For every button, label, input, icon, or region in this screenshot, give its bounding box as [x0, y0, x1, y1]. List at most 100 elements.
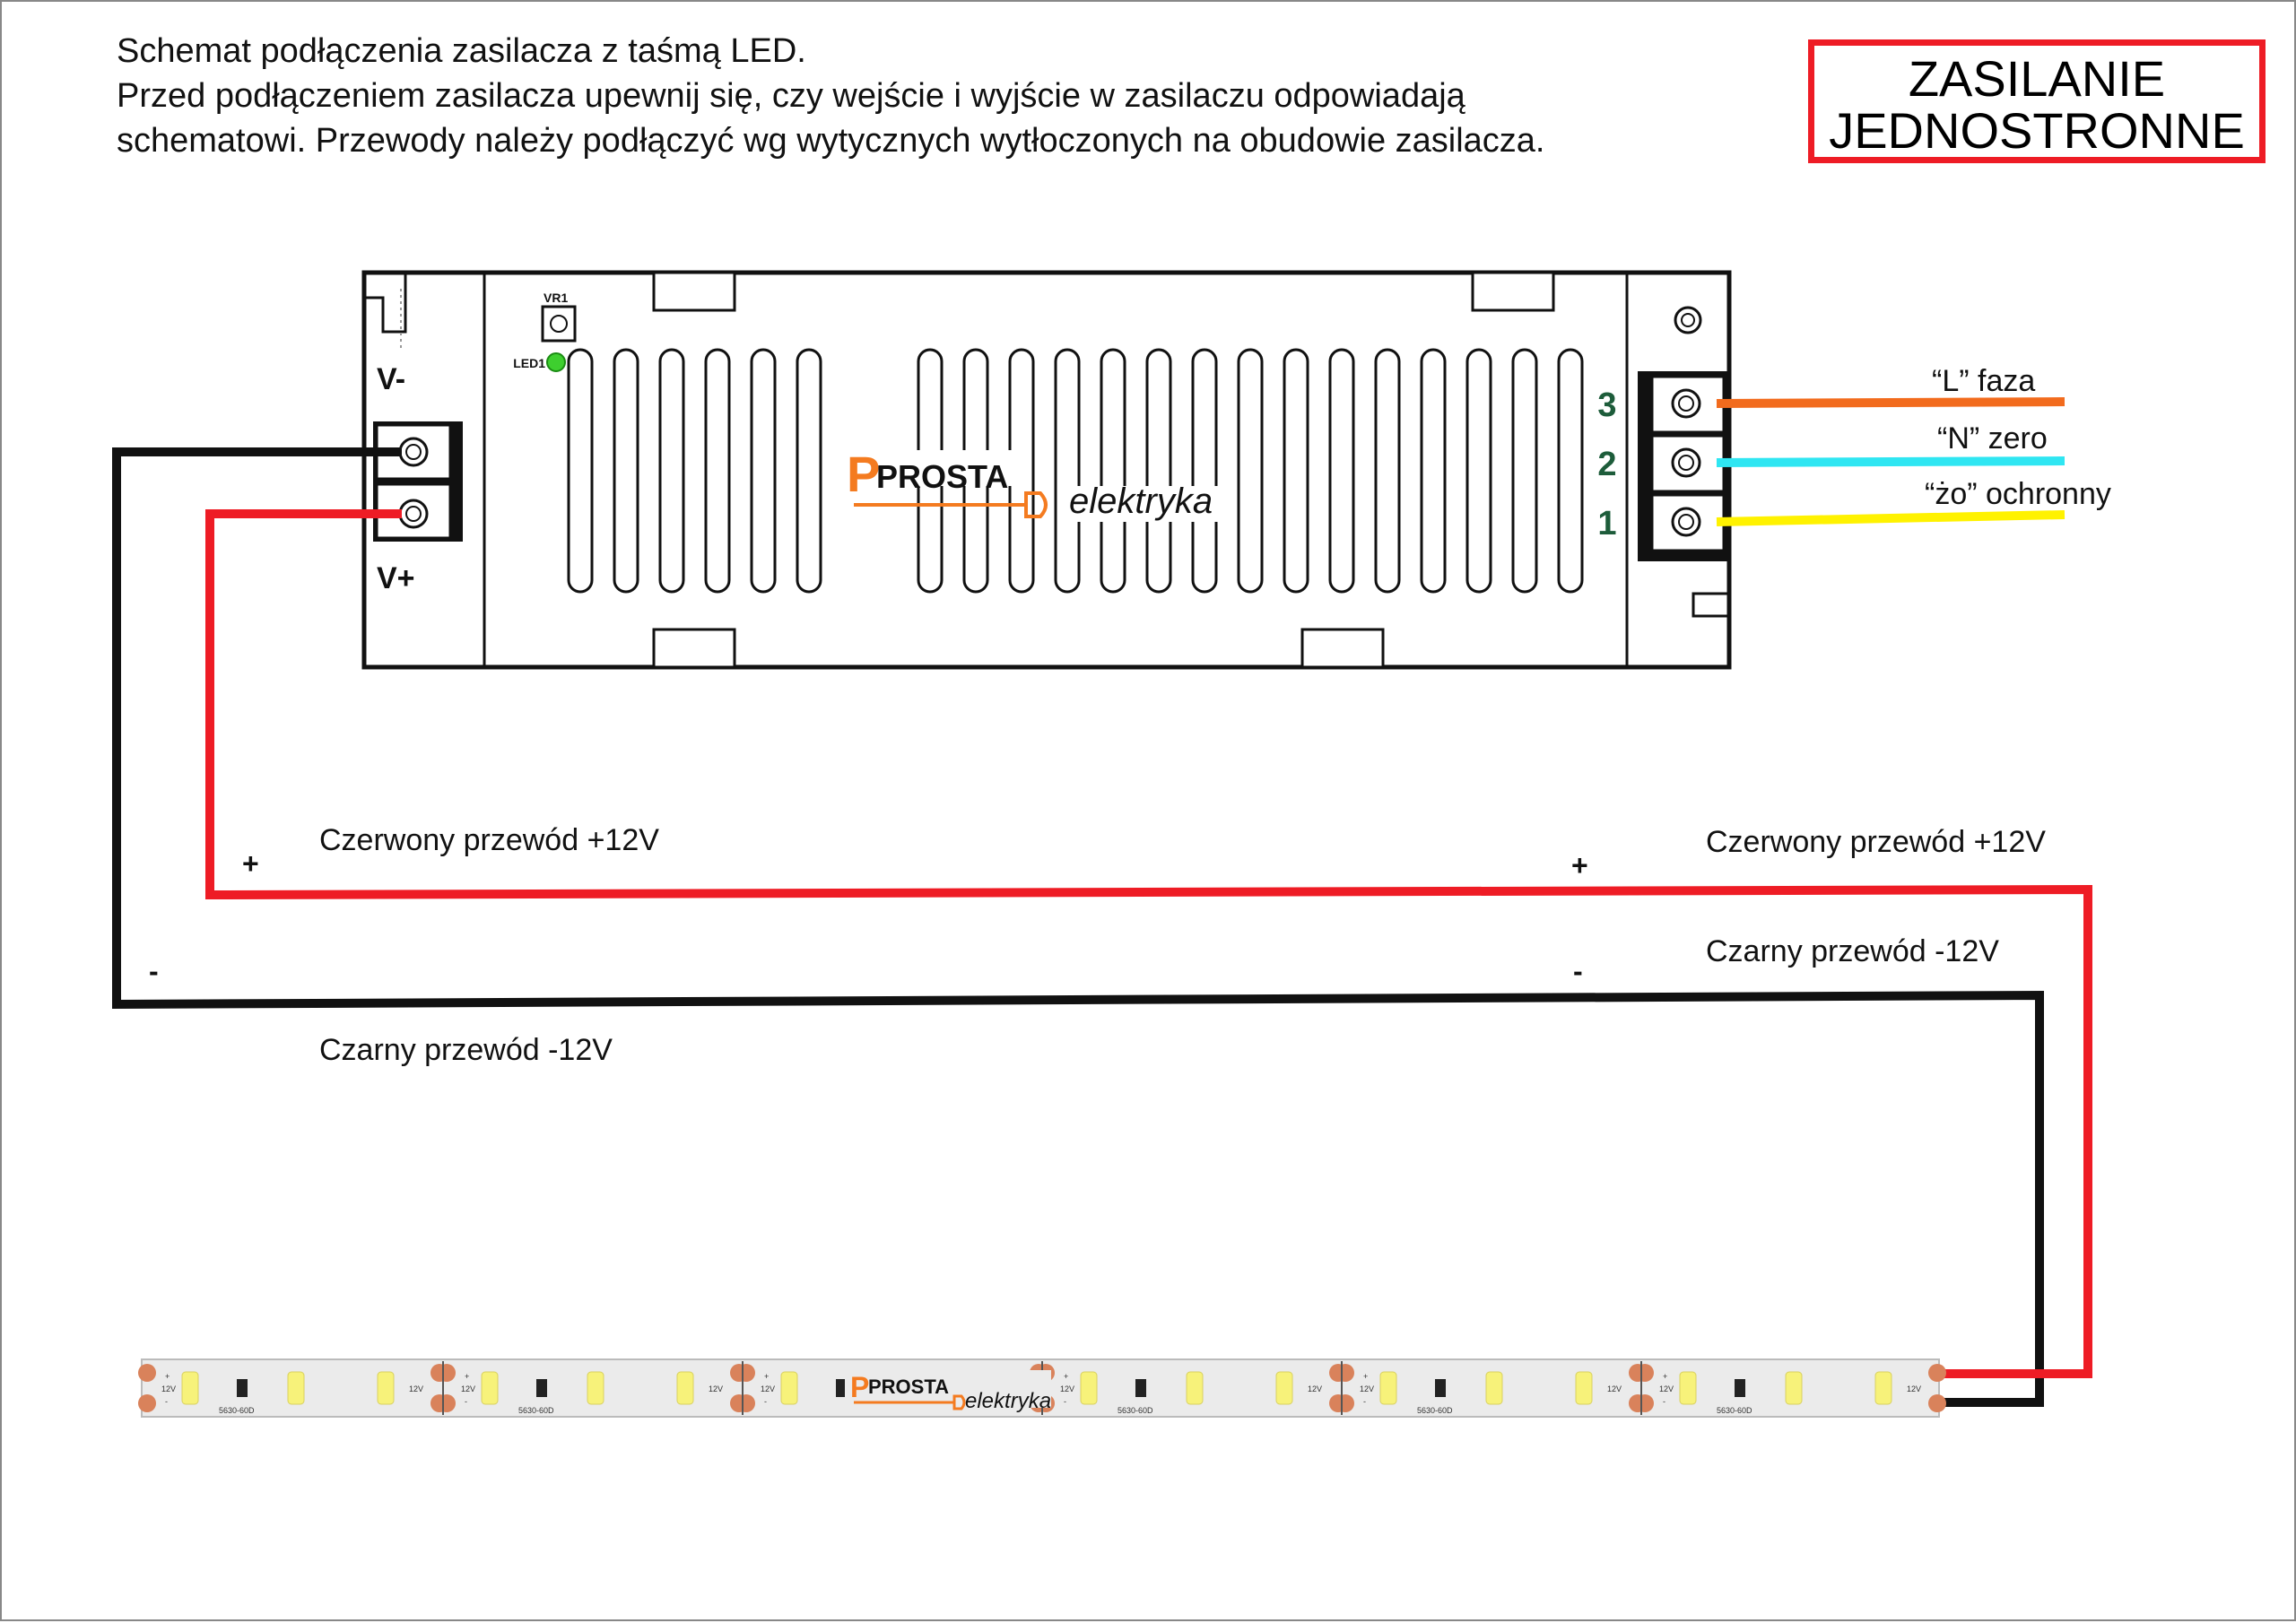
- logo-backdrop: [1065, 486, 1227, 522]
- strip-model-label: 5630-60D: [219, 1406, 255, 1415]
- mounting-screw-icon: [1681, 313, 1695, 327]
- strip-plus-label: +: [1064, 1372, 1068, 1381]
- wire-black-negative: [112, 447, 2044, 1407]
- screw-icon: [1678, 514, 1694, 530]
- logo-elektryka-text: elektryka: [1069, 482, 1213, 521]
- strip-voltage-label: 12V: [161, 1384, 176, 1393]
- vent-slot: [704, 348, 731, 594]
- led-chip: [587, 1371, 604, 1405]
- terminal-number-1: 1: [1597, 505, 1616, 542]
- resistor: [836, 1379, 847, 1397]
- led-chip: [1679, 1371, 1697, 1405]
- vent-slot: [1191, 348, 1218, 594]
- vent-slot: [1054, 348, 1081, 594]
- screw-icon: [1678, 395, 1694, 412]
- wire-pe-earth: [1716, 510, 2066, 526]
- strip-model-label: 5630-60D: [518, 1406, 554, 1415]
- vplus-label: V+: [377, 561, 415, 595]
- led-chip: [287, 1371, 305, 1405]
- psu-tab-top-right: [1471, 271, 1555, 312]
- badge-line-1: ZASILANIE: [1908, 50, 2166, 107]
- strip-voltage-label: 12V: [1607, 1384, 1622, 1393]
- mains-input-wires: “L” faza “N” zero “żo” ochronny: [1716, 364, 2111, 526]
- vent-slot: [1283, 348, 1309, 594]
- logo-backdrop: [845, 450, 1015, 486]
- vent-slot: [658, 348, 685, 594]
- supply-mode-badge: ZASILANIE JEDNOSTRONNE: [1808, 39, 2266, 163]
- wire-l-phase: [1716, 397, 2066, 408]
- intro-line-2: Przed podłączeniem zasilacza upewnij się…: [117, 77, 1465, 115]
- copper-pad: [1928, 1394, 1946, 1412]
- copper-pad: [438, 1394, 456, 1412]
- prosta-elektryka-logo: P PROSTA elektryka: [845, 446, 1227, 522]
- copper-pad: [138, 1394, 156, 1412]
- vent-slot: [1465, 348, 1492, 594]
- led-chip: [1874, 1371, 1892, 1405]
- psu-tab-top-left: [652, 271, 736, 312]
- vent-slot: [1145, 348, 1172, 594]
- led1-label: LED1: [513, 356, 545, 370]
- terminal-number-2: 2: [1597, 446, 1616, 483]
- screw-icon: [405, 506, 422, 522]
- screw-icon: [1671, 507, 1701, 537]
- led-chip: [1275, 1371, 1293, 1405]
- psu-tab-bottom-right: [1300, 628, 1385, 669]
- led-chip: [1186, 1371, 1204, 1405]
- psu-left-notch: [364, 273, 407, 334]
- psu-vent-slots: [567, 348, 1584, 594]
- led1-indicator: [546, 352, 566, 372]
- badge-line-2: JEDNOSTRONNE: [1829, 102, 2245, 159]
- label-pe-earth: “żo” ochronny: [1925, 477, 2111, 511]
- copper-pad: [1636, 1364, 1654, 1382]
- strip-voltage-label: 12V: [1360, 1384, 1374, 1393]
- vent-slot: [750, 348, 777, 594]
- screw-icon: [398, 437, 429, 467]
- strip-voltage-label: 12V: [461, 1384, 475, 1393]
- label-black-wire-left: Czarny przewód -12V: [319, 1033, 613, 1067]
- strip-voltage-label: 12V: [1659, 1384, 1674, 1393]
- intro-text: Schemat podłączenia zasilacza z taśmą LE…: [117, 29, 1545, 163]
- copper-pad: [1636, 1394, 1654, 1412]
- led-chip: [1575, 1371, 1593, 1405]
- strip-logo-prosta-text: PROSTA: [868, 1376, 949, 1398]
- copper-pad: [438, 1364, 456, 1382]
- logo-plug-icon: [1024, 491, 1048, 518]
- strip-logo-p-letter: P: [850, 1371, 869, 1403]
- strip-model-label: 5630-60D: [1717, 1406, 1752, 1415]
- strip-plus-label: +: [165, 1372, 170, 1381]
- strip-voltage-label: 12V: [1308, 1384, 1322, 1393]
- strip-plus-label: +: [465, 1372, 469, 1381]
- minus-sign-right: -: [1573, 955, 1583, 987]
- strip-voltage-label: 12V: [409, 1384, 423, 1393]
- strip-voltage-label: 12V: [1907, 1384, 1921, 1393]
- wire-n-neutral: [1716, 456, 2066, 467]
- resistor: [536, 1379, 547, 1397]
- logo-p-letter: P: [847, 446, 880, 502]
- vent-slot: [613, 348, 639, 594]
- resistor: [1435, 1379, 1446, 1397]
- screw-icon: [1678, 455, 1694, 471]
- led-chip: [1785, 1371, 1803, 1405]
- intro-line-3: schematowi. Przewody należy podłączyć wg…: [117, 122, 1545, 160]
- resistor: [1135, 1379, 1146, 1397]
- strip-minus-label: -: [1064, 1397, 1066, 1406]
- psu-right-notch: [1692, 592, 1729, 618]
- led-chip: [1379, 1371, 1397, 1405]
- strip-model-label: 5630-60D: [1417, 1406, 1453, 1415]
- vent-slot: [1100, 348, 1126, 594]
- intro-line-1: Schemat podłączenia zasilacza z taśmą LE…: [117, 32, 806, 70]
- strip-minus-label: -: [764, 1397, 767, 1406]
- led-chip: [1080, 1371, 1098, 1405]
- plus-sign-left: +: [242, 847, 259, 880]
- copper-pad: [737, 1364, 755, 1382]
- strip-minus-label: -: [165, 1397, 168, 1406]
- resistor: [1735, 1379, 1745, 1397]
- vent-slot: [1557, 348, 1584, 594]
- vent-slot: [1420, 348, 1447, 594]
- strip-model-label: 5630-60D: [1118, 1406, 1153, 1415]
- label-red-wire-right: Czerwony przewód +12V: [1706, 825, 2046, 859]
- vr1-potentiometer: [541, 305, 577, 343]
- vminus-label: V-: [377, 362, 405, 396]
